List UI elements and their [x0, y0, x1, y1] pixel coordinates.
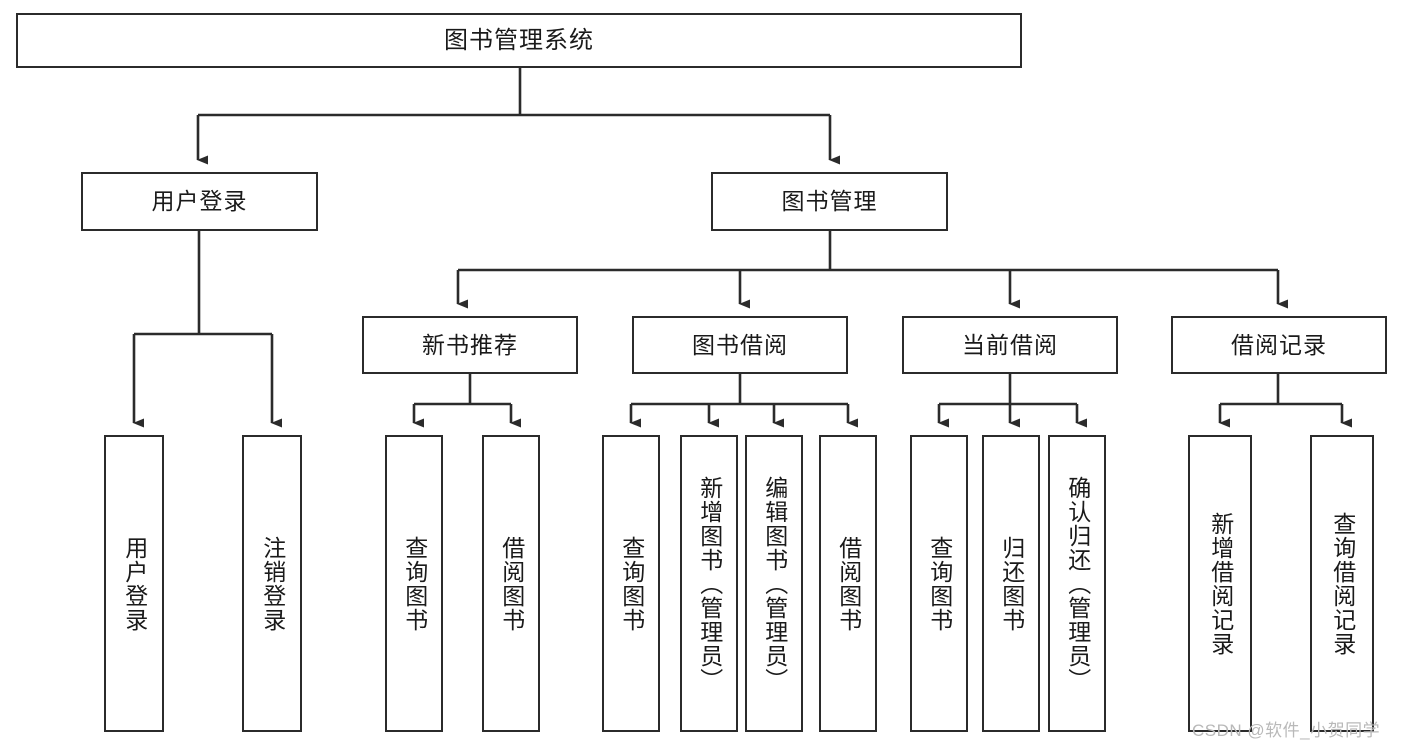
node-leaf-add-borrow-record[interactable]: 新增借阅记录: [1188, 435, 1252, 732]
node-current-borrow[interactable]: 当前借阅: [902, 316, 1118, 374]
node-leaf-query-book-rec[interactable]: 查询图书: [385, 435, 443, 732]
node-leaf-edit-book-admin[interactable]: 编辑图书（管理员）: [745, 435, 803, 732]
node-leaf-query-book-current[interactable]: 查询图书: [910, 435, 968, 732]
node-label: 图书借阅: [692, 331, 788, 358]
node-book-manage[interactable]: 图书管理: [711, 172, 948, 231]
node-label: 注销登录: [259, 535, 286, 632]
node-label: 借阅图书: [835, 535, 862, 632]
node-leaf-return-book[interactable]: 归还图书: [982, 435, 1040, 732]
node-leaf-add-book-admin[interactable]: 新增图书（管理员）: [680, 435, 738, 732]
node-book-borrow[interactable]: 图书借阅: [632, 316, 848, 374]
node-leaf-confirm-return-admin[interactable]: 确认归还（管理员）: [1048, 435, 1106, 732]
node-label: 查询图书: [926, 535, 953, 632]
node-label: 新增图书（管理员）: [696, 475, 723, 692]
node-leaf-borrow-book-rec[interactable]: 借阅图书: [482, 435, 540, 732]
node-label: 新增借阅记录: [1207, 511, 1234, 656]
node-leaf-user-login[interactable]: 用户登录: [104, 435, 164, 732]
node-label: 新书推荐: [422, 331, 518, 358]
node-label: 当前借阅: [962, 331, 1058, 358]
node-label: 借阅记录: [1231, 331, 1327, 358]
node-label: 查询借阅记录: [1329, 511, 1356, 656]
node-label: 用户登录: [121, 535, 148, 632]
node-new-book-recommend[interactable]: 新书推荐: [362, 316, 578, 374]
node-label: 图书管理: [781, 188, 878, 215]
node-leaf-logout[interactable]: 注销登录: [242, 435, 302, 732]
node-user-login[interactable]: 用户登录: [81, 172, 318, 231]
node-label: 借阅图书: [498, 535, 525, 632]
node-leaf-query-book-borrow[interactable]: 查询图书: [602, 435, 660, 732]
node-label: 查询图书: [618, 535, 645, 632]
node-leaf-borrow-book[interactable]: 借阅图书: [819, 435, 877, 732]
node-root[interactable]: 图书管理系统: [16, 13, 1022, 68]
node-label: 查询图书: [401, 535, 428, 632]
node-label: 归还图书: [998, 535, 1025, 632]
node-label: 确认归还（管理员）: [1064, 475, 1091, 692]
node-label: 用户登录: [151, 188, 248, 215]
node-borrow-record[interactable]: 借阅记录: [1171, 316, 1387, 374]
csdn-watermark: CSDN @软件_小贺同学: [1192, 721, 1381, 740]
node-label: 编辑图书（管理员）: [761, 475, 788, 692]
node-label: 图书管理系统: [444, 26, 594, 54]
node-leaf-query-borrow-record[interactable]: 查询借阅记录: [1310, 435, 1374, 732]
